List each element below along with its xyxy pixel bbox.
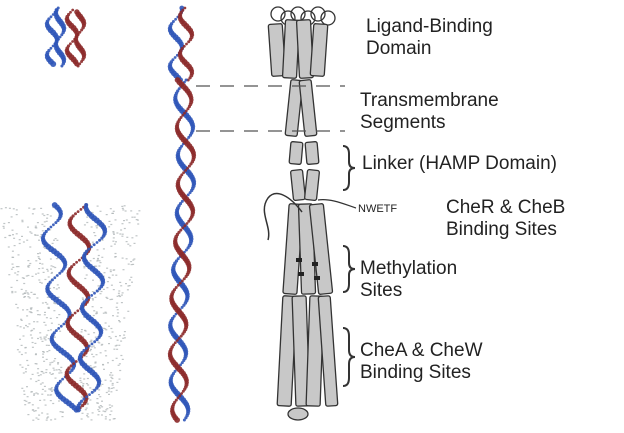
methylation-line1: Methylation (360, 258, 457, 280)
chea-chew-line2: Binding Sites (360, 362, 483, 384)
hamp-helix-4 (304, 169, 319, 200)
chea-chew-bracket (343, 328, 355, 386)
cylinder-schematic (268, 7, 338, 420)
transmembrane-line1: Transmembrane (360, 90, 499, 112)
hamp-helix-2 (305, 142, 319, 165)
ligand-binding-line2: Domain (366, 38, 493, 60)
full-length-helix-structure (168, 6, 196, 423)
methylation-line2: Sites (360, 280, 457, 302)
cher-cheb-label: CheR & CheB Binding Sites (446, 197, 565, 241)
hamp-helix-3 (290, 169, 305, 200)
transmembrane-label: Transmembrane Segments (360, 90, 499, 134)
ligand-binding-label: Ligand-Binding Domain (366, 16, 493, 60)
linker-bracket (343, 146, 355, 190)
helix-tip (288, 408, 308, 420)
linker-label: Linker (HAMP Domain) (362, 153, 557, 175)
ligand-domain-dimer-structure (45, 7, 87, 68)
chea-chew-line1: CheA & CheW (360, 340, 483, 362)
hamp-helix-1 (289, 142, 303, 165)
cher-cheb-line2: Binding Sites (446, 219, 565, 241)
tm-helix-2 (299, 80, 317, 137)
cher-cheb-line1: CheR & CheB (446, 197, 565, 219)
ligand-helix-4 (310, 24, 328, 77)
nwetf-label: NWETF (358, 203, 397, 215)
ligand-binding-line1: Ligand-Binding (366, 16, 493, 38)
methylation-label: Methylation Sites (360, 258, 457, 302)
membrane-boundary-lines (196, 86, 345, 131)
brackets (343, 146, 355, 386)
methylation-bracket (343, 246, 355, 292)
transmembrane-line2: Segments (360, 112, 499, 134)
chea-chew-label: CheA & CheW Binding Sites (360, 340, 483, 384)
membrane-embedded-structure (1, 202, 141, 421)
